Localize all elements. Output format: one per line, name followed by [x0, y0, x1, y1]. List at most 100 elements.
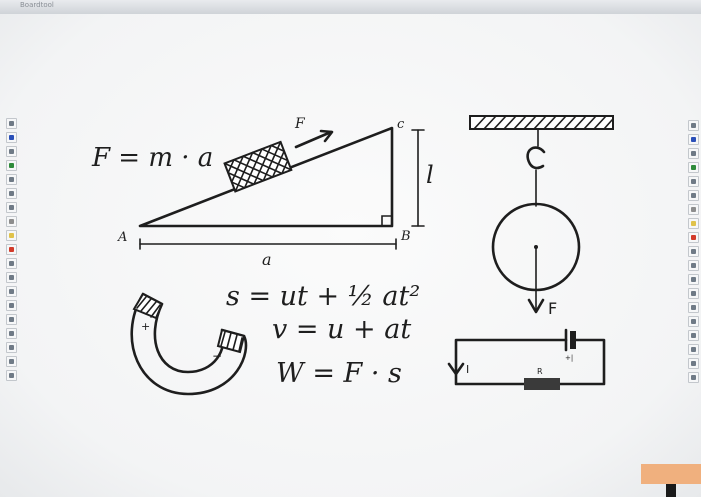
pen-tool-button[interactable] — [688, 134, 699, 145]
undo-tool-button[interactable] — [688, 288, 699, 299]
curve-tool-button[interactable] — [688, 190, 699, 201]
circuit-battery-label: +| — [565, 354, 573, 362]
line-tool-button[interactable] — [688, 176, 699, 187]
highlighter-tool-button[interactable] — [688, 218, 699, 229]
select-tool-button[interactable] — [6, 118, 17, 129]
color-red-icon — [9, 247, 14, 252]
equation-work: W = F · s — [276, 358, 402, 389]
redo-icon — [691, 305, 696, 310]
corner-panel-tab[interactable] — [641, 464, 701, 484]
marker-icon — [9, 163, 14, 168]
line-icon — [9, 191, 14, 196]
pen-thin-tool-button[interactable] — [6, 146, 17, 157]
equation-distance: s = ut + ½ at² — [226, 281, 420, 312]
select-tool-button[interactable] — [688, 120, 699, 131]
pen-tool-button[interactable] — [6, 132, 17, 143]
incline-label-base: a — [262, 250, 272, 269]
pendulum-force-label: F — [548, 299, 557, 318]
eraser-icon — [9, 219, 14, 224]
grid-icon — [691, 347, 696, 352]
zoom-tool-button[interactable] — [688, 274, 699, 285]
fill-icon — [9, 275, 14, 280]
select-icon — [9, 121, 14, 126]
curve-icon — [691, 193, 696, 198]
right-toolbar — [688, 120, 701, 383]
curve-tool-button[interactable] — [6, 202, 17, 213]
arrow-icon — [9, 177, 14, 182]
image-icon — [691, 319, 696, 324]
circuit-current-label: I — [466, 363, 469, 376]
arrow-tool-button[interactable] — [688, 148, 699, 159]
curve-icon — [9, 205, 14, 210]
formula-newton: F = m · a — [91, 143, 213, 173]
image-icon — [9, 303, 14, 308]
shape-icon — [9, 261, 14, 266]
magnet-minus-label: − — [212, 349, 222, 363]
eraser-tool-button[interactable] — [6, 216, 17, 227]
left-toolbar — [6, 118, 19, 381]
force-arrow-incline — [294, 129, 334, 149]
eraser-icon — [691, 207, 696, 212]
shape-tool-button[interactable] — [6, 258, 17, 269]
highlighter-icon — [9, 233, 14, 238]
pen-thin-icon — [9, 149, 14, 154]
highlighter-icon — [691, 221, 696, 226]
marker-tool-button[interactable] — [688, 162, 699, 173]
incline-label-a: A — [117, 230, 127, 245]
color-red-tool-button[interactable] — [6, 244, 17, 255]
undo-tool-button[interactable] — [6, 328, 17, 339]
electric-circuit — [447, 328, 606, 390]
circuit-resistor-label: R — [537, 367, 543, 376]
eraser-tool-button[interactable] — [688, 204, 699, 215]
settings-icon — [691, 361, 696, 366]
grid-tool-button[interactable] — [6, 342, 17, 353]
incline-force-label: F — [294, 116, 306, 132]
fill-tool-button[interactable] — [6, 272, 17, 283]
page-tool-button[interactable] — [6, 356, 17, 367]
grid-tool-button[interactable] — [688, 344, 699, 355]
pen-icon — [691, 137, 696, 142]
highlighter-tool-button[interactable] — [6, 230, 17, 241]
incline-label-c: c — [397, 117, 405, 132]
image-tool-button[interactable] — [688, 316, 699, 327]
close-tool-button[interactable] — [688, 372, 699, 383]
settings-tool-button[interactable] — [6, 370, 17, 381]
image-tool-button[interactable] — [6, 300, 17, 311]
page-tool-button[interactable] — [688, 330, 699, 341]
shape-icon — [691, 249, 696, 254]
window-title: Boardtool — [20, 1, 54, 9]
line-icon — [691, 179, 696, 184]
close-icon — [691, 375, 696, 380]
arrow-icon — [691, 151, 696, 156]
equation-velocity: v = u + at — [272, 314, 411, 345]
marker-icon — [691, 165, 696, 170]
incline-label-l: l — [426, 161, 434, 189]
horseshoe-magnet — [130, 292, 248, 396]
marker-tool-button[interactable] — [6, 160, 17, 171]
whiteboard-canvas[interactable] — [0, 14, 701, 497]
text-icon — [691, 263, 696, 268]
zoom-tool-button[interactable] — [6, 314, 17, 325]
settings-icon — [9, 373, 14, 378]
settings-tool-button[interactable] — [688, 358, 699, 369]
color-red-icon — [691, 235, 696, 240]
text-tool-button[interactable] — [688, 260, 699, 271]
undo-icon — [691, 291, 696, 296]
incline-block — [223, 140, 293, 193]
color-red-tool-button[interactable] — [688, 232, 699, 243]
shape-tool-button[interactable] — [688, 246, 699, 257]
page-icon — [691, 333, 696, 338]
text-icon — [9, 289, 14, 294]
magnet-plus-label: + — [141, 320, 150, 333]
undo-icon — [9, 331, 14, 336]
select-icon — [691, 123, 696, 128]
redo-tool-button[interactable] — [688, 302, 699, 313]
arrow-tool-button[interactable] — [6, 174, 17, 185]
text-tool-button[interactable] — [6, 286, 17, 297]
zoom-icon — [691, 277, 696, 282]
zoom-icon — [9, 317, 14, 322]
incline-label-b: B — [400, 229, 411, 244]
grid-icon — [9, 345, 14, 350]
pendulum — [469, 115, 614, 314]
line-tool-button[interactable] — [6, 188, 17, 199]
